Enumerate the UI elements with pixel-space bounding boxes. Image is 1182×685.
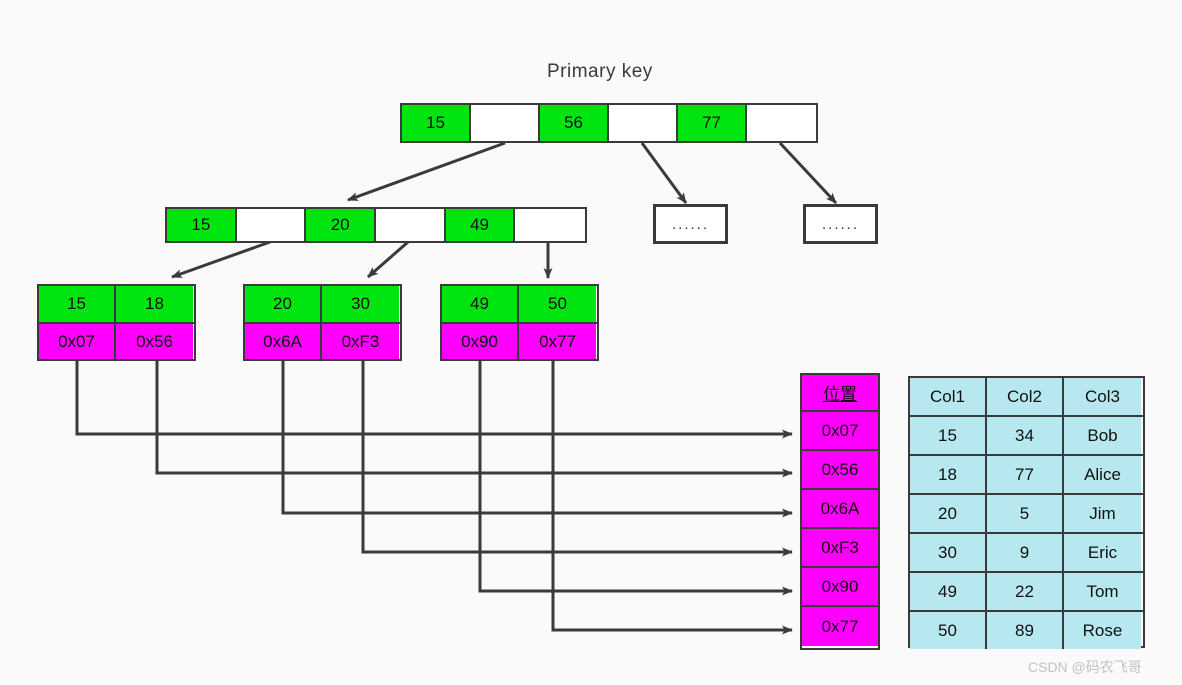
table-header-0: Col1 <box>910 378 987 415</box>
watermark: CSDN @码农飞哥 <box>1028 659 1142 675</box>
position-row-0: 0x07 <box>802 412 878 451</box>
table-cell-r3-c0: 30 <box>910 534 987 571</box>
table-cell-r4-c0: 49 <box>910 573 987 610</box>
position-row-1: 0x56 <box>802 451 878 490</box>
leaf-1-key-0: 15 <box>39 286 116 322</box>
branch-index-node: 15 20 49 <box>165 207 587 243</box>
root-node-cell-2: 56 <box>540 105 609 141</box>
root-node-cell-3 <box>609 105 678 141</box>
table-cell-r4-c1: 22 <box>987 573 1064 610</box>
root-node-cell-4: 77 <box>678 105 747 141</box>
table-cell-r0-c1: 34 <box>987 417 1064 454</box>
table-header-2: Col3 <box>1064 378 1141 415</box>
table-cell-r1-c2: Alice <box>1064 456 1141 493</box>
table-cell-r0-c2: Bob <box>1064 417 1141 454</box>
branch-node-cell-1 <box>236 209 307 241</box>
table-cell-r5-c0: 50 <box>910 612 987 649</box>
table-cell-r2-c2: Jim <box>1064 495 1141 532</box>
table-cell-r2-c0: 20 <box>910 495 987 532</box>
branch-node-cell-4: 49 <box>445 209 516 241</box>
leaf-2-address-1: 0xF3 <box>322 324 399 359</box>
position-column-header: 位置 <box>802 375 878 412</box>
position-row-2: 0x6A <box>802 490 878 529</box>
table-cell-r4-c2: Tom <box>1064 573 1141 610</box>
root-node-cell-1 <box>471 105 540 141</box>
table-cell-r0-c0: 15 <box>910 417 987 454</box>
branch-node-cell-2: 20 <box>306 209 377 241</box>
table-cell-r1-c1: 77 <box>987 456 1064 493</box>
position-row-3: 0xF3 <box>802 529 878 568</box>
leaf-1-address-0: 0x07 <box>39 324 116 359</box>
page-title: Primary key <box>547 61 653 82</box>
leaf-3-key-1: 50 <box>519 286 596 322</box>
table-cell-r5-c1: 89 <box>987 612 1064 649</box>
root-index-node: 15 56 77 <box>400 103 818 143</box>
leaf-1-key-1: 18 <box>116 286 193 322</box>
leaf-2-key-0: 20 <box>245 286 322 322</box>
branch-node-cell-0: 15 <box>167 209 237 241</box>
table-header-1: Col2 <box>987 378 1064 415</box>
table-cell-r1-c0: 18 <box>910 456 987 493</box>
root-node-cell-0: 15 <box>402 105 471 141</box>
branch-node-cell-3 <box>376 209 446 241</box>
table-cell-r5-c2: Rose <box>1064 612 1141 649</box>
branch-node-cell-5 <box>515 209 586 241</box>
table-cell-r3-c2: Eric <box>1064 534 1141 571</box>
ellipsis-box-2: ...... <box>803 204 878 244</box>
table-cell-r3-c1: 9 <box>987 534 1064 571</box>
leaf-3-key-0: 49 <box>442 286 519 322</box>
table-cell-r2-c1: 5 <box>987 495 1064 532</box>
root-node-cell-5 <box>747 105 816 141</box>
leaf-3-address-0: 0x90 <box>442 324 519 359</box>
leaf-3-address-1: 0x77 <box>519 324 596 359</box>
leaf-2-address-0: 0x6A <box>245 324 322 359</box>
leaf-1-address-1: 0x56 <box>116 324 193 359</box>
leaf-2-key-1: 30 <box>322 286 399 322</box>
ellipsis-box-1: ...... <box>653 204 728 244</box>
position-row-5: 0x77 <box>802 607 878 646</box>
position-row-4: 0x90 <box>802 568 878 607</box>
